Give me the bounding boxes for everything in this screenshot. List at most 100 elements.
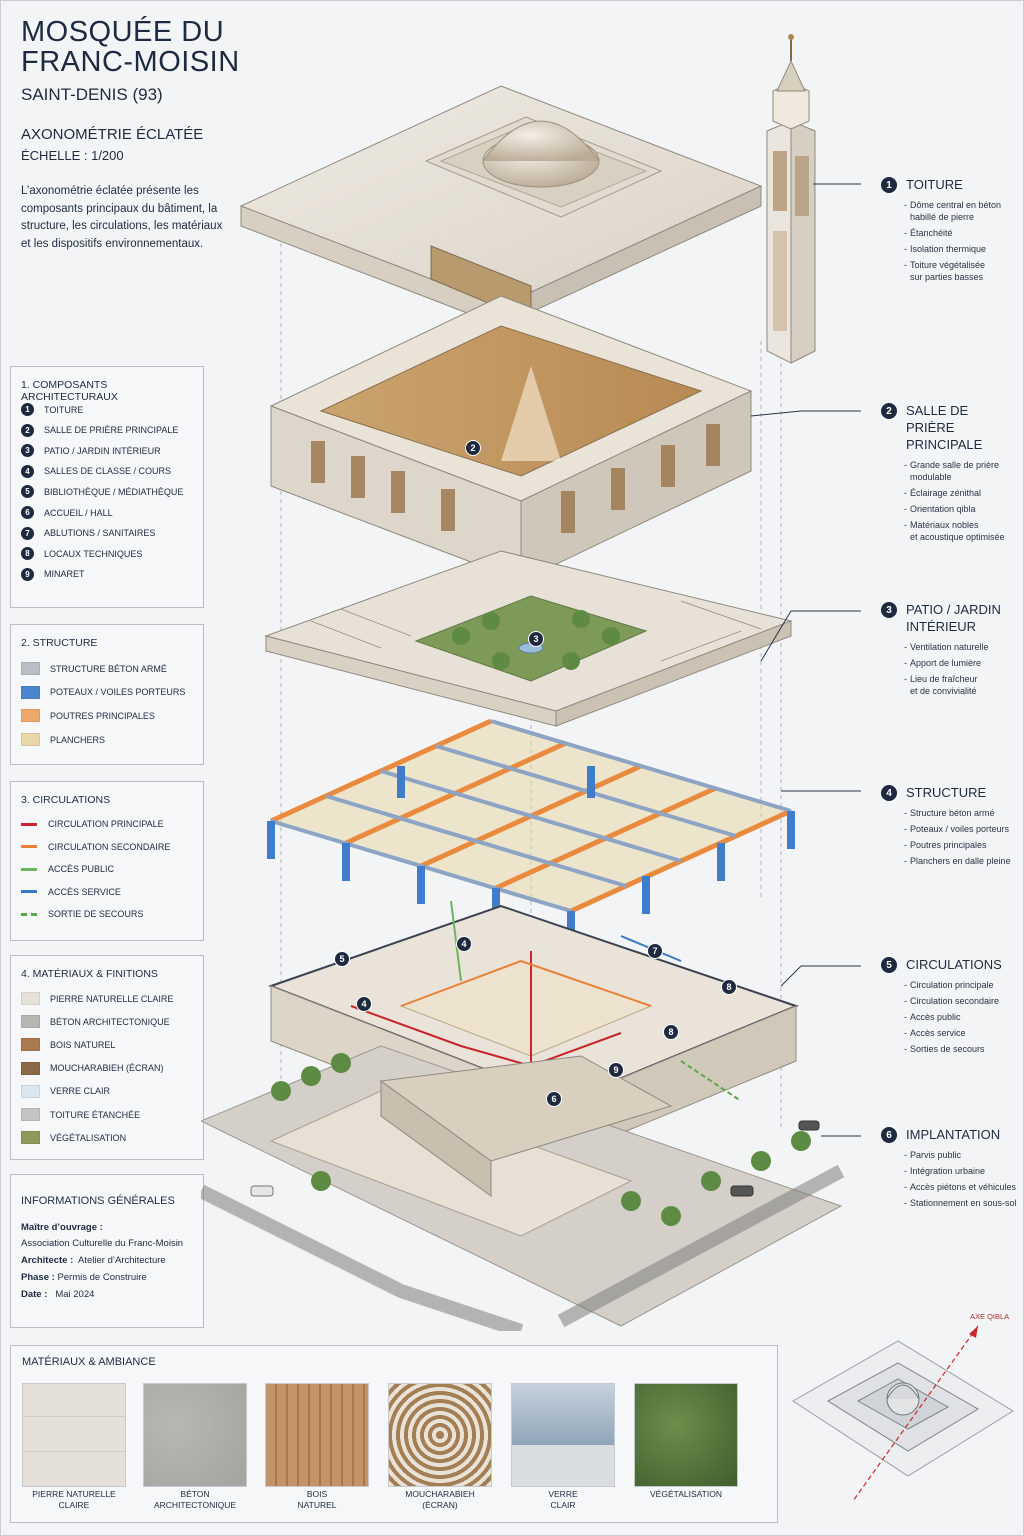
structure-label: POUTRES PRINCIPALES [50,710,155,721]
material-sample-tile [22,1383,126,1487]
minaret [766,34,816,364]
structure-item: POTEAUX / VOILES PORTEURS [21,685,186,699]
material-swatch-icon [21,1015,40,1029]
site-level [201,1045,845,1331]
callout-block: 5CIRCULATIONSCirculation principaleCircu… [881,956,1021,1059]
callout-bullet: Isolation thermique [904,243,1021,255]
title-line-2: FRANC-MOISIN [21,46,240,78]
callout-bullet: Structure béton armé [904,807,1021,819]
component-item: 5 BIBLIOTHÈQUE / MÉDIATHÈQUE [21,485,184,499]
callout-title: PATIO / JARDIN INTÉRIEUR [906,602,1001,634]
component-item: 2 SALLE DE PRIÈRE PRINCIPALE [21,423,179,437]
marker-hall: 6 [546,1091,562,1107]
callout-bullet: Planchers en dalle pleine [904,855,1021,867]
callout-bullet: Matériaux nobles et acoustique optimisée [904,519,1011,543]
circulation-item: CIRCULATION SECONDAIRE [21,842,170,852]
component-label: SALLE DE PRIÈRE PRINCIPALE [44,425,179,436]
component-label: PATIO / JARDIN INTÉRIEUR [44,445,161,456]
number-badge-icon: 1 [21,403,34,416]
roof-level [239,85,763,327]
component-label: ACCUEIL / HALL [44,507,113,518]
swatch-icon [21,662,40,675]
callout-bullet: Orientation qibla [904,503,1011,515]
circulation-label: ACCÈS SERVICE [48,886,121,897]
callout-bullet: Circulation principale [904,979,1021,991]
material-label: BOIS NATUREL [50,1039,116,1050]
material-sample-tile [511,1383,615,1487]
marker-technical-b: 8 [663,1024,679,1040]
material-sample-label: BÉTON ARCHITECTONIQUE [153,1489,237,1510]
callout-title: IMPLANTATION [906,1127,1001,1142]
number-badge-icon: 3 [881,602,897,618]
component-label: SALLES DE CLASSE / COURS [44,466,172,477]
callout-bullet: Dôme central en béton habillé de pierre [904,199,1021,223]
marker-classrooms-b: 4 [356,996,372,1012]
material-sample-tile [388,1383,492,1487]
marker-patio: 3 [528,631,544,647]
circulation-lines [350,900,742,1102]
material-swatch-icon [21,1084,40,1098]
number-badge-icon: 2 [21,423,34,437]
callout-bullet: Sorties de secours [904,1043,1021,1055]
circulation-item: CIRCULATION PRINCIPALE [21,819,164,829]
marker-technical-a: 8 [721,979,737,995]
structure-label: POTEAUX / VOILES PORTEURS [50,687,186,698]
number-badge-icon: 7 [21,526,34,540]
component-label: LOCAUX TECHNIQUES [44,548,143,559]
component-item: 8 LOCAUX TECHNIQUES [21,547,143,561]
material-label: PIERRE NATURELLE CLAIRE [50,993,174,1004]
callout-title: TOITURE [906,177,963,192]
line-style-icon [21,890,37,894]
marker-ablutions: 7 [647,943,663,959]
callout-leader-lines [750,183,861,1137]
callout-bullet: Lieu de fraîcheur et de convivialité [904,673,1011,697]
circulation-label: SORTIE DE SECOURS [48,909,144,920]
number-badge-icon: 1 [881,177,897,193]
material-sample-label: MOUCHARABIEH (ÉCRAN) [405,1489,475,1510]
callout-bullet: Accès service [904,1027,1021,1039]
number-badge-icon: 8 [21,547,34,561]
material-swatch-icon [21,1108,40,1121]
line-style-icon [21,822,37,826]
callout-bullet: Poteaux / voiles porteurs [904,823,1021,835]
number-badge-icon: 4 [881,785,897,801]
components-legend-title: 1. COMPOSANTS ARCHITECTURAUX [21,379,118,403]
circulation-item: ACCÈS PUBLIC [21,864,114,874]
material-swatch-icon [21,1038,40,1052]
line-style-icon [21,845,37,849]
exploded-axonometric-drawing [201,34,861,1331]
swatch-icon [21,709,40,723]
prayer-hall-level [269,295,753,582]
intro-text: L’axonométrie éclatée présente les compo… [21,185,223,250]
swatch-icon [21,685,40,699]
title-line-1: MOSQUÉE DU [21,16,225,48]
callout-title: SALLE DE PRIÈRE PRINCIPALE [906,403,983,452]
callout-bullet: Parvis public [904,1149,1021,1161]
material-item: VÉGÉTALISATION [21,1131,126,1145]
component-label: BIBLIOTHÈQUE / MÉDIATHÈQUE [44,486,184,497]
material-label: VERRE CLAIR [50,1086,111,1097]
material-item: MOUCHARABIEH (ÉCRAN) [21,1061,164,1075]
materials-legend: 4. MATÉRIAUX & FINITIONS PIERRE NATURELL… [10,955,204,1160]
line-style-icon [21,867,37,871]
structure-item: STRUCTURE BÉTON ARMÉ [21,662,167,675]
number-badge-icon: 5 [881,957,897,973]
callout-block: 4STRUCTUREStructure béton arméPoteaux / … [881,784,1021,871]
material-item: BOIS NATUREL [21,1038,116,1052]
material-swatch-icon [21,1061,40,1075]
number-badge-icon: 5 [21,485,34,499]
number-badge-icon: 6 [21,506,34,519]
material-swatch-icon [21,1131,40,1145]
materials-legend-title: 4. MATÉRIAUX & FINITIONS [21,968,158,980]
callout-bullet: Apport de lumière [904,657,1011,669]
qibla-orientation-map [792,1325,1014,1502]
circulation-label: ACCÈS PUBLIC [48,864,115,875]
callout-block: 1 TOITURE Dôme central en béton habillé de… [881,176,1021,287]
